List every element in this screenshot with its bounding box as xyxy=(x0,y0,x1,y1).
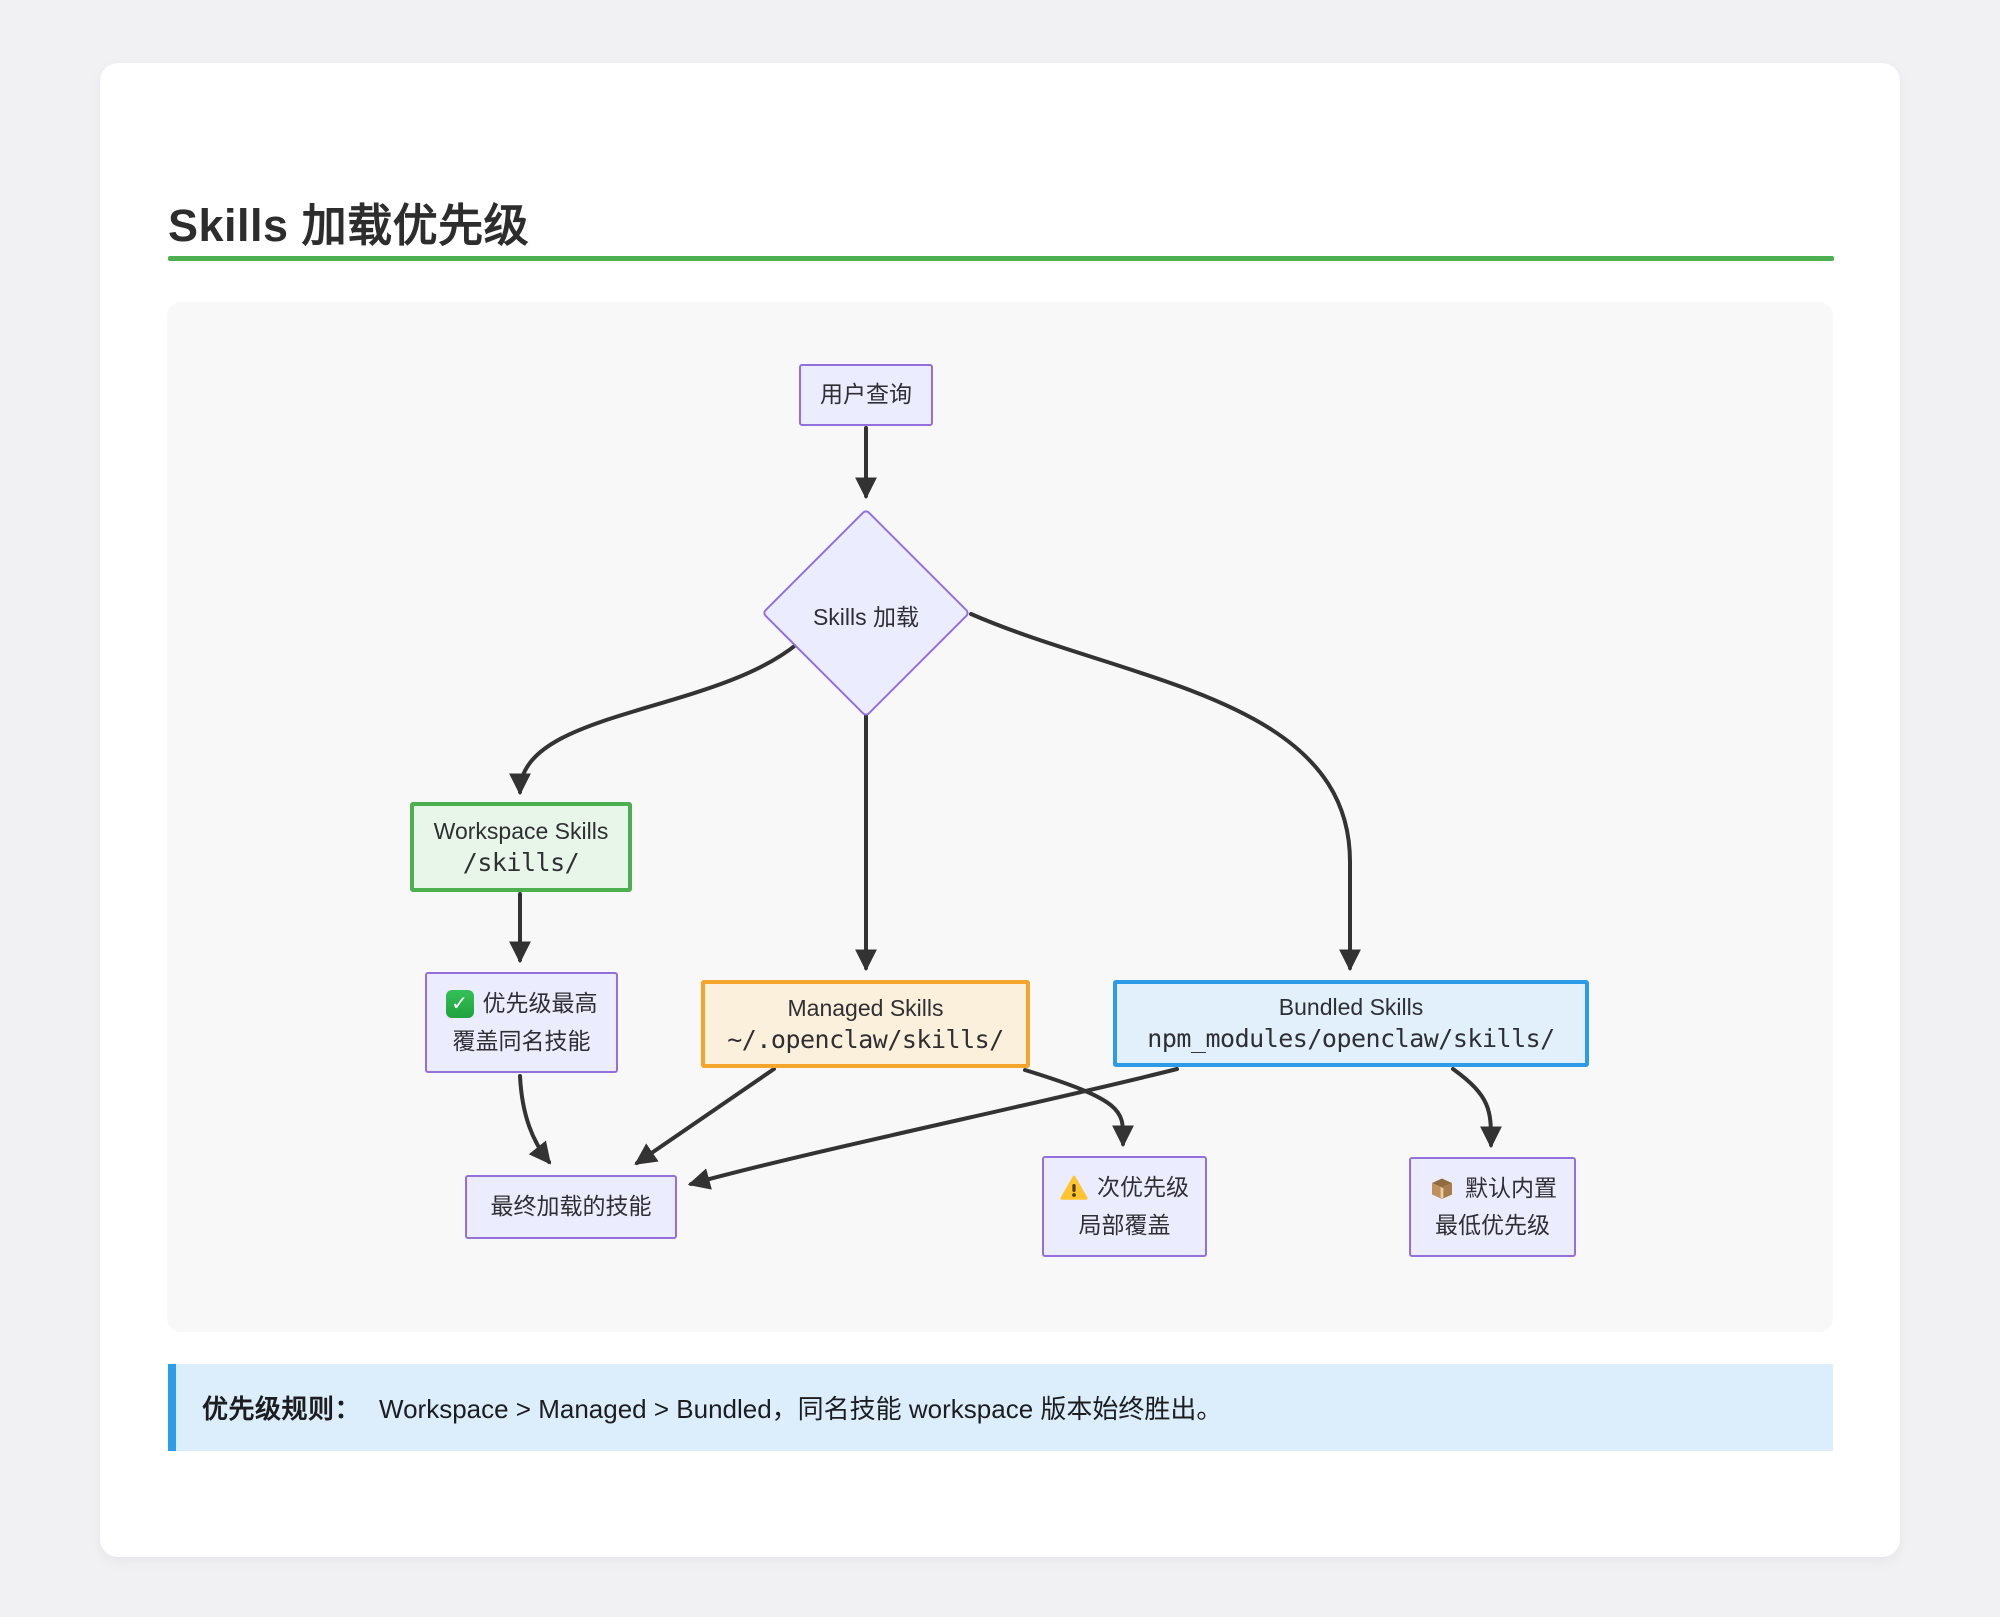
node-decision-label: Skills 加载 xyxy=(812,604,920,630)
node-bundled-path: npm_modules/openclaw/skills/ xyxy=(1147,1024,1555,1054)
title-underline xyxy=(168,256,1834,261)
content-card: Skills 加载优先级 用户查询 xyxy=(100,63,1900,1557)
node-bundled-note-line2: 最低优先级 xyxy=(1435,1212,1550,1238)
node-managed-note: 次优先级 局部覆盖 xyxy=(1042,1156,1207,1257)
edge-managed-to-final xyxy=(634,1067,776,1165)
node-final-label: 最终加载的技能 xyxy=(490,1193,652,1220)
page-title: Skills 加载优先级 xyxy=(168,200,530,252)
flowchart-edges xyxy=(509,426,1503,1190)
node-workspace-note-line2: 覆盖同名技能 xyxy=(452,1027,591,1054)
node-bundled-note: 默认内置 最低优先级 xyxy=(1409,1157,1576,1257)
node-workspace-note-line1: 优先级最高 xyxy=(482,990,598,1017)
edge-note-to-final xyxy=(518,1074,552,1165)
node-workspace-title: Workspace Skills xyxy=(433,817,609,844)
check-icon: ✓ xyxy=(445,989,474,1018)
edge-decision-to-workspace xyxy=(509,642,799,796)
node-managed-path: ~/.openclaw/skills/ xyxy=(727,1024,1004,1054)
warning-icon xyxy=(1060,1174,1088,1202)
edge-bundled-to-package-note xyxy=(1451,1067,1503,1149)
node-bundled-note-line1: 默认内置 xyxy=(1465,1174,1557,1201)
package-icon xyxy=(1428,1174,1456,1202)
callout-label: 优先级规则： xyxy=(202,1394,362,1424)
edge-decision-to-bundled xyxy=(969,612,1361,972)
node-user-query-label: 用户查询 xyxy=(820,381,912,408)
edge-managed-to-warning-note xyxy=(1023,1068,1135,1148)
node-workspace-skills: Workspace Skills /skills/ xyxy=(410,802,632,892)
flowchart-canvas: 用户查询 Skills 加载 Workspace Skills /skills/… xyxy=(167,302,1833,1332)
edge-bundled-to-final xyxy=(687,1067,1179,1190)
node-user-query: 用户查询 xyxy=(799,364,933,426)
node-bundled-title: Bundled Skills xyxy=(1278,994,1424,1021)
node-bundled-skills: Bundled Skills npm_modules/openclaw/skil… xyxy=(1113,980,1589,1067)
node-managed-note-line1: 次优先级 xyxy=(1097,1174,1189,1201)
node-final-skills: 最终加载的技能 xyxy=(465,1175,677,1239)
node-workspace-path: /skills/ xyxy=(462,847,580,877)
node-managed-title: Managed Skills xyxy=(787,994,944,1021)
node-managed-note-line2: 局部覆盖 xyxy=(1078,1211,1171,1238)
node-workspace-note: ✓ 优先级最高 覆盖同名技能 xyxy=(425,972,618,1073)
priority-rule-callout: 优先级规则： Workspace > Managed > Bundled，同名技… xyxy=(168,1364,1833,1451)
callout-text: Workspace > Managed > Bundled，同名技能 works… xyxy=(379,1394,1223,1424)
node-managed-skills: Managed Skills ~/.openclaw/skills/ xyxy=(701,980,1030,1068)
